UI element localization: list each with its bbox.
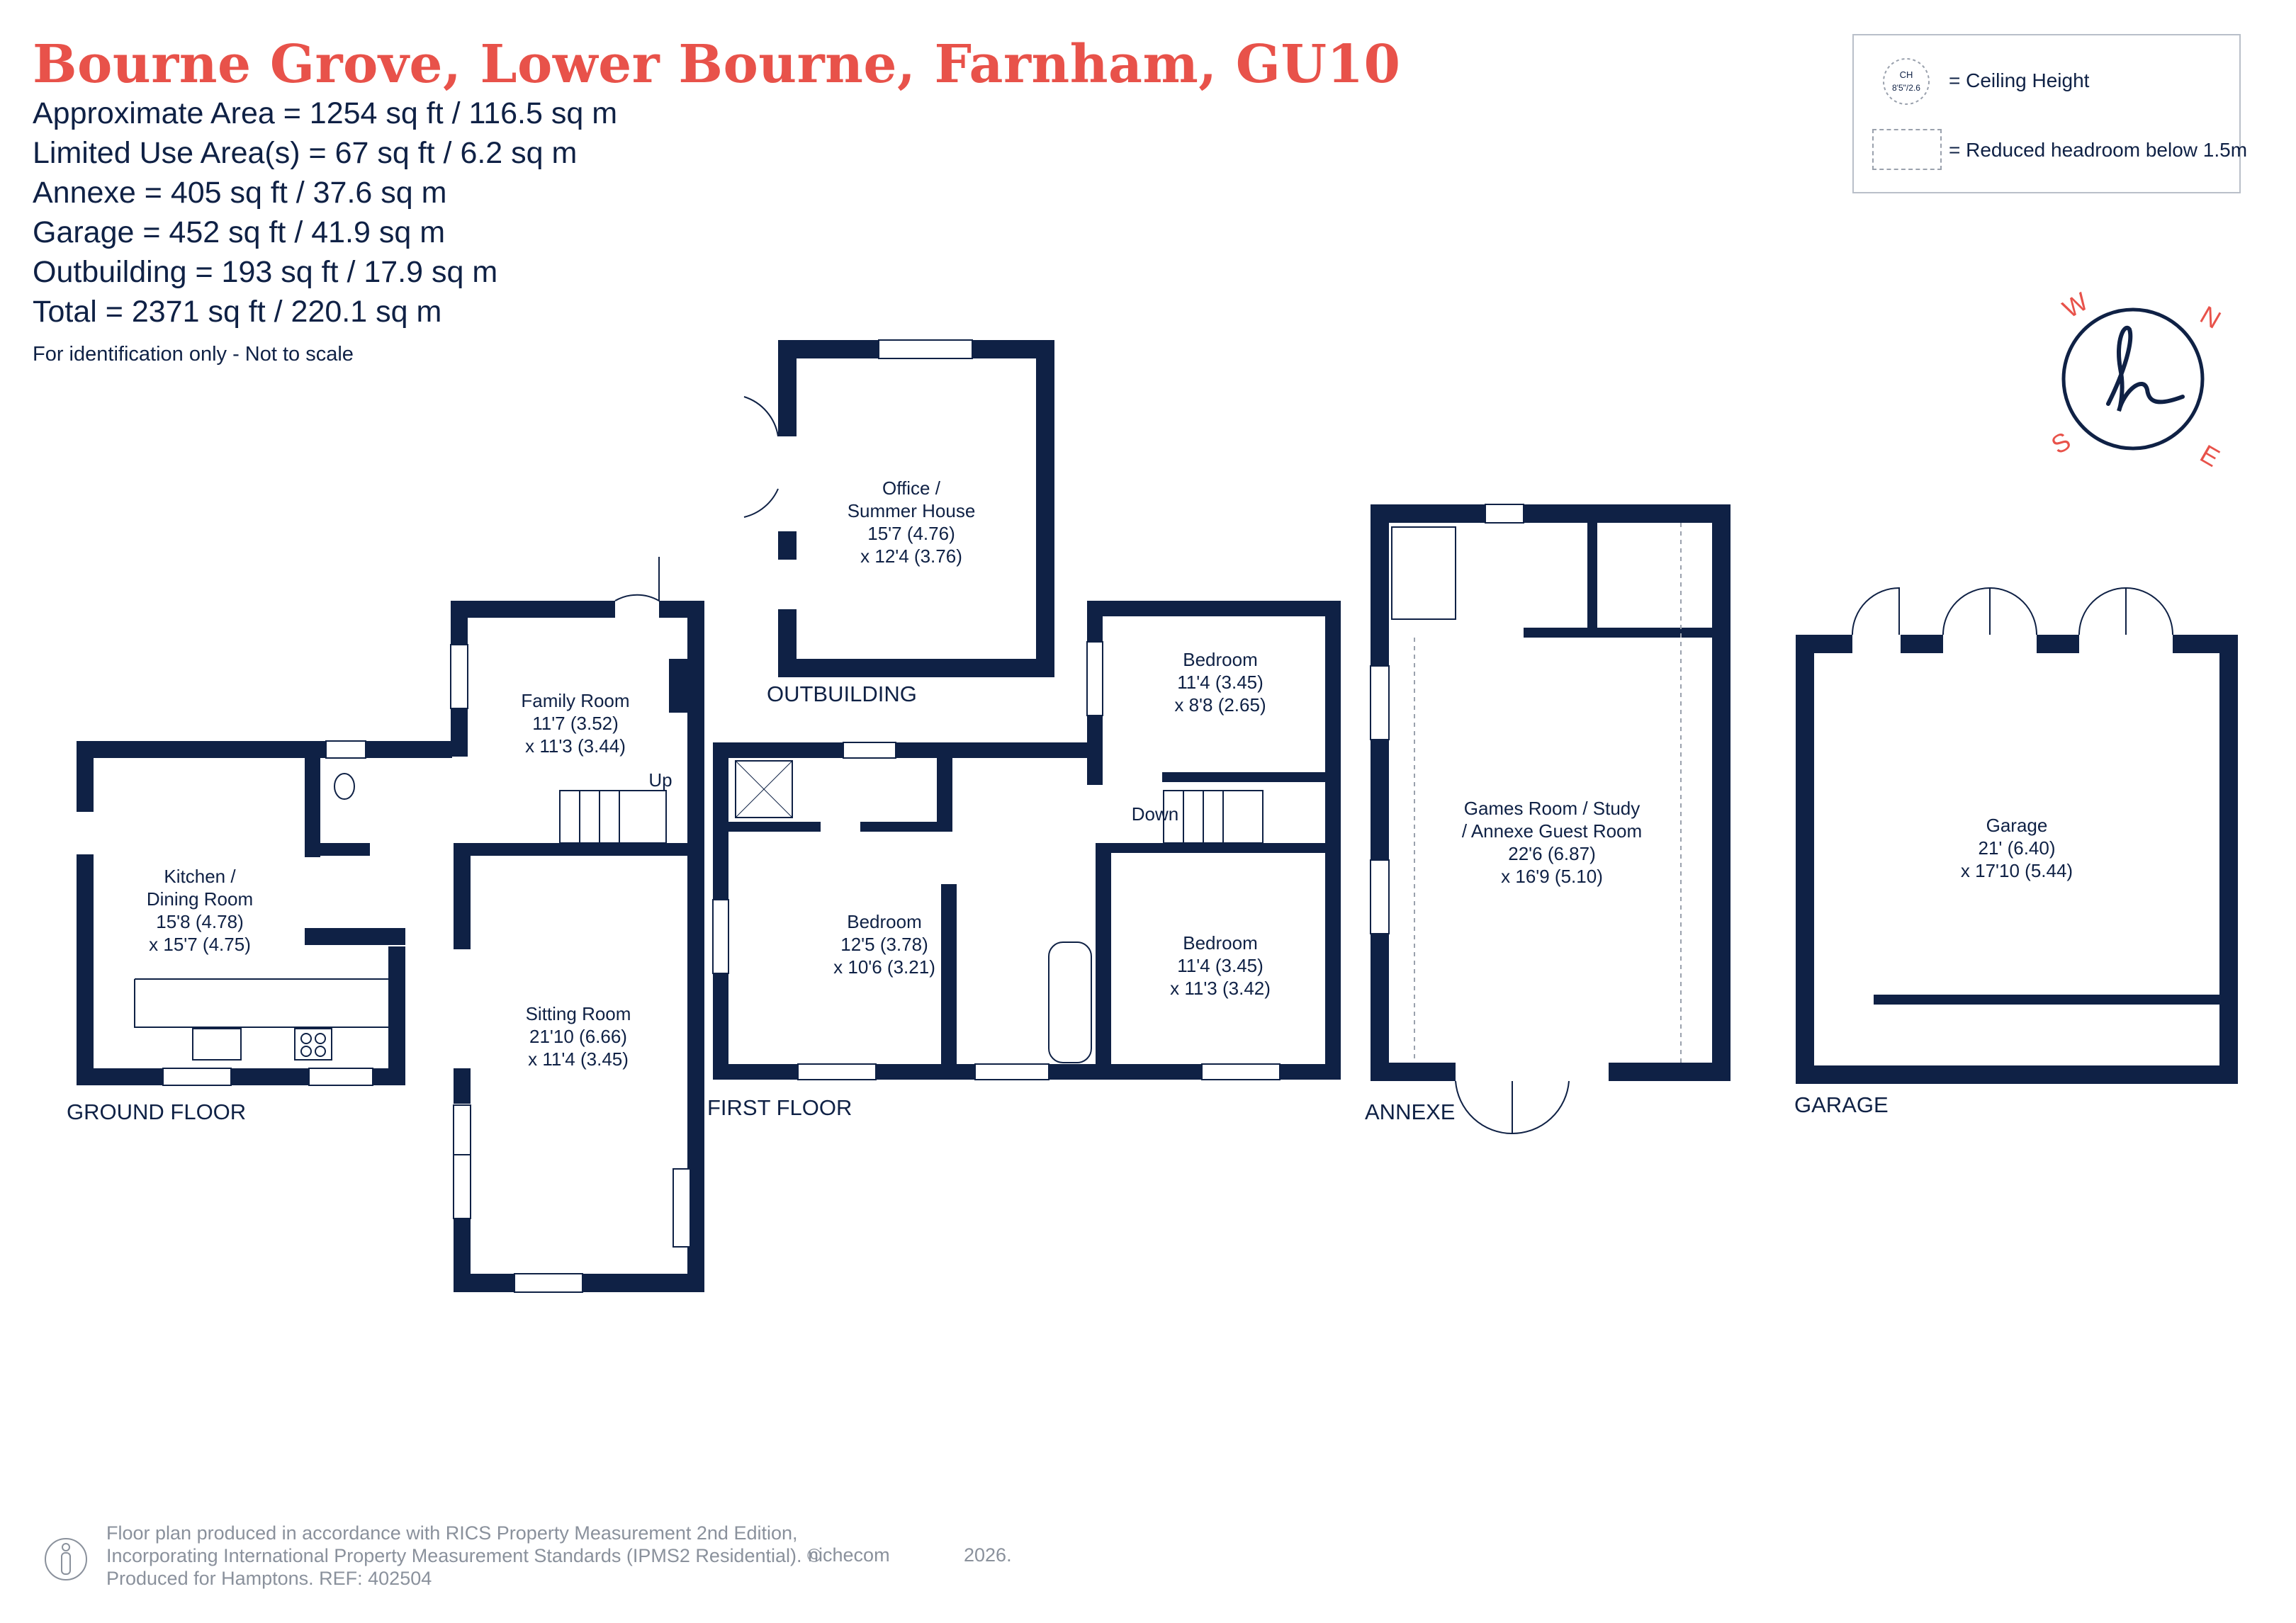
- games-dim1: 22'6 (6.87): [1508, 843, 1596, 864]
- stairs-up-label: Up: [648, 769, 672, 791]
- ch-top-label: CH: [1900, 69, 1913, 80]
- compass-logo-icon: W N S E: [2047, 286, 2226, 468]
- outbuilding-plan: Office / Summer House 15'7 (4.76) x 12'4…: [743, 339, 1054, 706]
- bedroom-right-name: Bedroom: [1183, 932, 1258, 954]
- ceiling-height-icon: CH 8'5"/2.6: [1883, 58, 1930, 105]
- games-name2: / Annexe Guest Room: [1462, 820, 1642, 842]
- footer-year: 2026.: [964, 1544, 1012, 1566]
- kitchen-name2: Dining Room: [147, 888, 253, 910]
- footer-line1: Floor plan produced in accordance with R…: [106, 1522, 798, 1544]
- office-name2: Summer House: [848, 500, 976, 521]
- ground-floor-plan: Kitchen / Dining Room 15'8 (4.78) x 15'7…: [67, 557, 704, 1293]
- annexe-plan: Games Room / Study / Annexe Guest Room 2…: [1365, 504, 1731, 1135]
- office-dim1: 15'7 (4.76): [867, 523, 955, 544]
- legend-box: CH 8'5"/2.6 = Ceiling Height = Reduced h…: [1852, 34, 2247, 193]
- person-icon: [45, 1538, 87, 1580]
- family-dim2: x 11'3 (3.44): [525, 735, 626, 757]
- sitting-dim2: x 11'4 (3.45): [528, 1048, 629, 1070]
- bedroom-right-dim2: x 11'3 (3.42): [1170, 978, 1271, 999]
- garage-name: Garage: [1986, 815, 2048, 836]
- footer-line3: Produced for Hamptons. REF: 402504: [106, 1568, 432, 1589]
- area-total: Total = 2371 sq ft / 220.1 sq m: [33, 295, 442, 329]
- garage-dim1: 21' (6.40): [1978, 837, 2055, 859]
- stairs-down-label: Down: [1132, 803, 1178, 825]
- sitting-dim1: 21'10 (6.66): [529, 1026, 627, 1047]
- outbuilding-label: OUTBUILDING: [767, 682, 917, 706]
- family-dim1: 11'7 (3.52): [532, 713, 619, 734]
- first-floor-plan: Down Bedroom 12'5 (3.78) x 10'6 (3.21) B…: [707, 601, 1341, 1120]
- footer-notes: Floor plan produced in accordance with R…: [106, 1522, 821, 1590]
- bedroom-left-dim2: x 10'6 (3.21): [833, 956, 935, 978]
- footer-line2: Incorporating International Property Mea…: [106, 1545, 821, 1566]
- ceiling-height-label: = Ceiling Height: [1949, 69, 2090, 91]
- annexe-label: ANNEXE: [1365, 1099, 1455, 1124]
- games-name1: Games Room / Study: [1464, 798, 1641, 819]
- bedroom-right-dim1: 11'4 (3.45): [1177, 955, 1264, 976]
- reduced-headroom-label: = Reduced headroom below 1.5m: [1949, 139, 2248, 161]
- garage-label: GARAGE: [1794, 1092, 1889, 1117]
- scale-note: For identification only - Not to scale: [33, 343, 354, 366]
- property-title: Bourne Grove, Lower Bourne, Farnham, GU1…: [33, 34, 1401, 95]
- bedroom-top-name: Bedroom: [1183, 649, 1258, 670]
- garage-dim2: x 17'10 (5.44): [1961, 860, 2073, 881]
- area-limited-use: Limited Use Area(s) = 67 sq ft / 6.2 sq …: [33, 136, 578, 170]
- bedroom-top-dim2: x 8'8 (2.65): [1174, 694, 1266, 716]
- footer-brand: nichecom: [808, 1544, 890, 1566]
- bedroom-left-dim1: 12'5 (3.78): [840, 934, 928, 955]
- reduced-headroom-swatch: [1872, 129, 1942, 170]
- ground-floor-label: GROUND FLOOR: [67, 1099, 246, 1124]
- bedroom-top-dim1: 11'4 (3.45): [1177, 672, 1264, 693]
- family-name1: Family Room: [521, 690, 629, 711]
- area-annexe: Annexe = 405 sq ft / 37.6 sq m: [33, 176, 447, 210]
- first-floor-label: FIRST FLOOR: [707, 1095, 852, 1120]
- area-summary: Approximate Area = 1254 sq ft / 116.5 sq…: [33, 94, 617, 332]
- office-name1: Office /: [882, 477, 941, 499]
- games-dim2: x 16'9 (5.10): [1501, 866, 1603, 887]
- ch-bottom-label: 8'5"/2.6: [1892, 83, 1920, 93]
- garage-plan: Garage 21' (6.40) x 17'10 (5.44) GARAGE: [1794, 587, 2238, 1117]
- office-dim2: x 12'4 (3.76): [860, 545, 962, 567]
- kitchen-dim2: x 15'7 (4.75): [149, 934, 251, 955]
- kitchen-dim1: 15'8 (4.78): [156, 911, 244, 932]
- area-approximate: Approximate Area = 1254 sq ft / 116.5 sq…: [33, 96, 618, 130]
- bedroom-left-name: Bedroom: [847, 911, 922, 932]
- kitchen-name1: Kitchen /: [164, 866, 236, 887]
- sitting-name1: Sitting Room: [526, 1003, 631, 1024]
- area-garage: Garage = 452 sq ft / 41.9 sq m: [33, 215, 446, 249]
- area-outbuilding: Outbuilding = 193 sq ft / 17.9 sq m: [33, 255, 498, 289]
